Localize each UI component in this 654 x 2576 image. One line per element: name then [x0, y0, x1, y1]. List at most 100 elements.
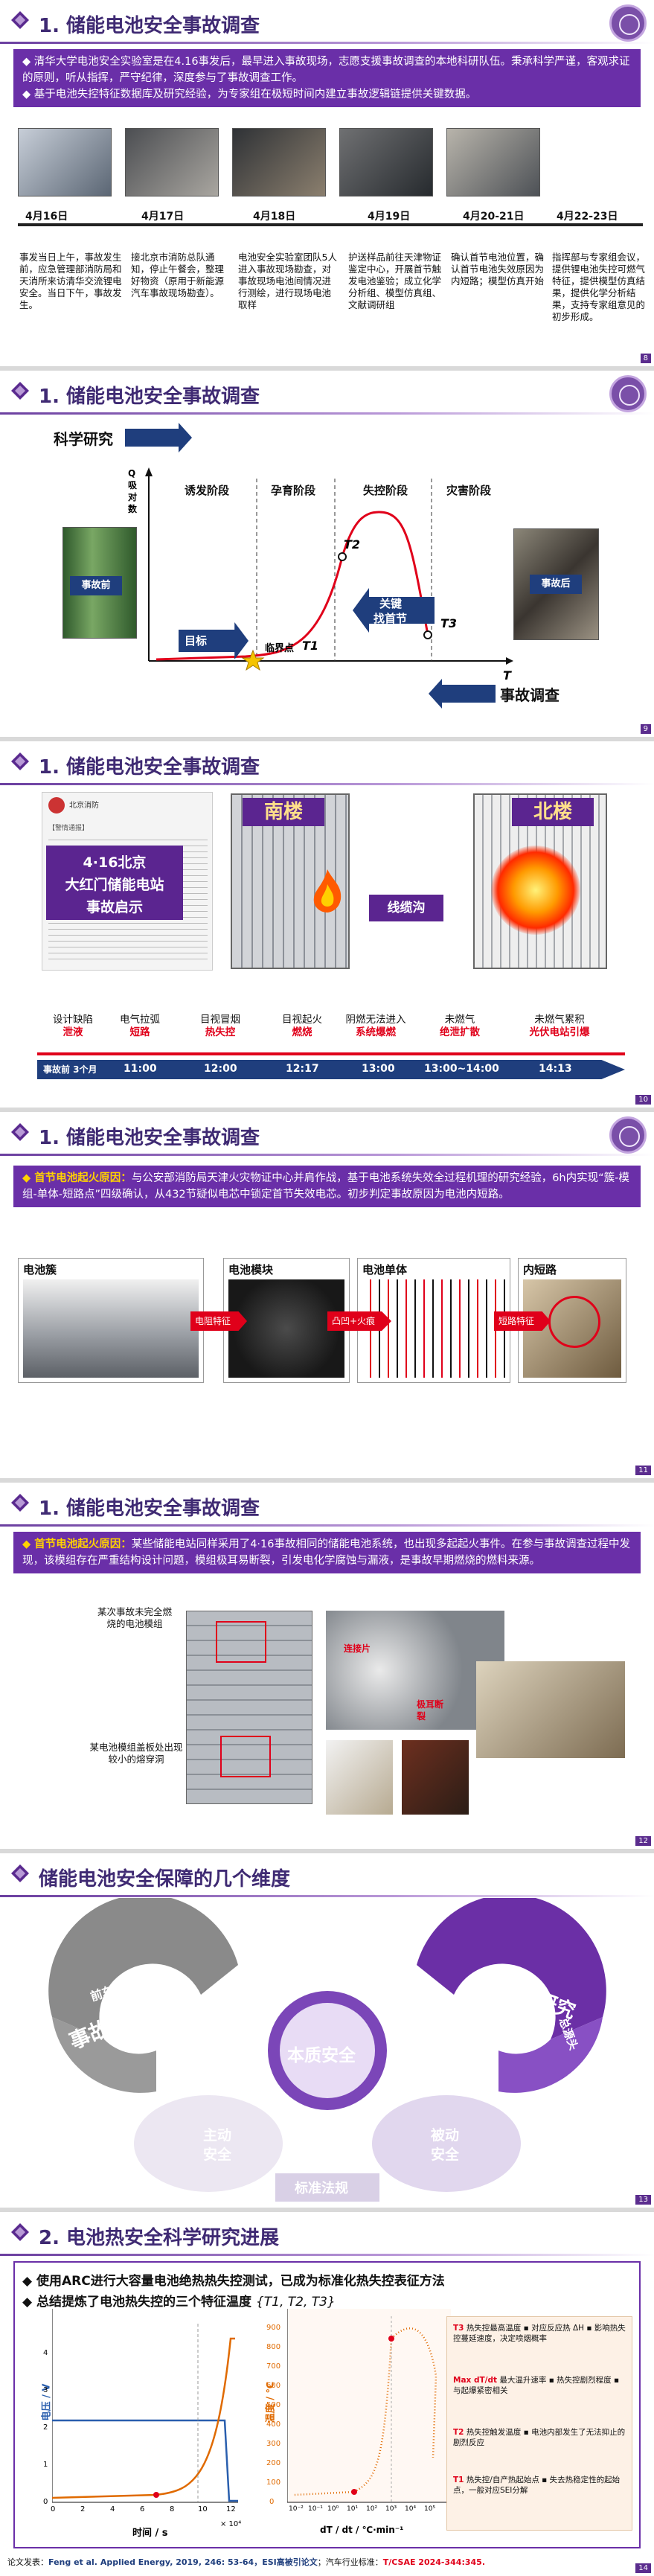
scene-photo-3	[232, 128, 326, 196]
t2-label: T2	[344, 537, 361, 552]
standard-text: 标准法规	[295, 2181, 348, 2196]
event-3: 目视冒烟热失控	[200, 1014, 240, 1038]
event-5: 阴燃无法进入系统爆燃	[345, 1014, 406, 1038]
legend-t2: T2 热失控触发温度 ▪ 电池内部发生了无法抑止的剧烈反应	[453, 2428, 626, 2447]
event-timeline-bar	[37, 1060, 625, 1079]
event-6: 未燃气绝泄扩散	[440, 1014, 480, 1038]
page-number: 12	[635, 1836, 651, 1846]
t1-label: T1	[302, 639, 319, 653]
x-axis-label: T	[503, 668, 511, 683]
tab-break-label: 极耳断裂	[417, 1699, 444, 1722]
cause-lead: ◆ 首节电池起火原因：	[22, 1172, 132, 1184]
timeline-date-6: 4月22-23日	[557, 211, 618, 223]
timeline-desc-4: 护送样品前往天津物证鉴定中心，开展首节触发电池鉴验；成立化学分析组、模型仿真组、…	[348, 252, 442, 310]
y2-tick-4: 400	[266, 2420, 281, 2429]
y1-tick-4: 4	[43, 2349, 48, 2357]
time-2: 11:00	[124, 1063, 157, 1075]
page-number: 14	[635, 2563, 651, 2573]
cell-array	[362, 1279, 505, 1378]
university-logo	[609, 1116, 647, 1154]
diamond-icon	[11, 1864, 29, 1882]
north-building-label: 北楼	[512, 798, 594, 826]
university-logo	[609, 4, 647, 42]
scene-photo-4	[339, 128, 433, 196]
x1-tick-5: 10	[198, 2505, 208, 2513]
y1-tick-1: 1	[43, 2461, 48, 2469]
timeline-date-2: 4月17日	[141, 211, 185, 223]
timeline-desc-2: 接北京市消防总队通知，停止午餐会，整理好物资（原用于新能源汽车事故现场勘查）。	[131, 252, 225, 298]
x1-tick-6: 12	[226, 2505, 236, 2513]
busbar-label: 连接片	[344, 1643, 371, 1654]
time-1: 事故前 3个月	[43, 1064, 97, 1075]
research-label: 科学研究	[54, 430, 113, 448]
time-4: 12:17	[286, 1063, 319, 1075]
slide-title: 储能电池安全保障的几个维度	[39, 1868, 291, 1891]
slide-title-bar: 1. 储能电池安全事故调查	[0, 741, 654, 786]
module-photo	[228, 1279, 344, 1378]
title-underline	[0, 412, 654, 415]
event-timeline-red	[37, 1052, 625, 1055]
slide-title-bar: 1. 储能电池安全事故调查	[0, 0, 654, 45]
y2-tick-0: 0	[269, 2498, 275, 2506]
y-axis-label: Q 吸 对 数	[128, 468, 138, 514]
defect-lead: ◆ 首节电池起火原因：	[22, 1538, 132, 1550]
diamond-icon	[11, 382, 29, 400]
scene-photo-1	[18, 128, 112, 196]
event-7: 未燃气累积光伏电站引爆	[529, 1014, 590, 1038]
x2-axis-label: dT / dt / ℃·min⁻¹	[320, 2525, 404, 2535]
intro-bullet-2: ◆ 基于电池失控特征数据库及研究经验，为专家组在极短时间内建立事故逻辑链提供关键…	[22, 89, 477, 100]
slide-accident-chain: 1. 储能电池安全事故调查 北京消防 【警情通报】 4·16北京 大红门储能电站…	[0, 741, 654, 1108]
page-number: 9	[640, 724, 651, 734]
diamond-icon	[11, 2223, 29, 2241]
arrow-resistance: 电阻特征	[190, 1311, 247, 1331]
slide-title: 1. 储能电池安全事故调查	[39, 1498, 260, 1520]
x1-tick-2: 4	[110, 2505, 115, 2513]
y1-tick-3: 3	[43, 2386, 48, 2394]
y2-tick-6: 600	[266, 2382, 281, 2390]
y2-tick-8: 800	[266, 2343, 281, 2351]
slide-title-bar: 1. 储能电池安全事故调查	[0, 1483, 654, 1527]
news-avatar	[48, 797, 65, 814]
timeline-line	[18, 223, 643, 226]
slide-title: 1. 储能电池安全事故调查	[39, 756, 260, 779]
title-underline	[0, 42, 654, 44]
module-photo-red-box	[216, 1621, 266, 1663]
x2-tick-1: 10⁻¹	[308, 2505, 323, 2513]
citation-footer: 论文发表：Feng et al. Applied Energy, 2019, 2…	[7, 2557, 485, 2567]
fire-icon	[313, 869, 342, 913]
y2-tick-5: 500	[266, 2401, 281, 2409]
scene-photo-5	[446, 128, 540, 196]
timeline-desc-6: 指挥部与专家组会议，提供锂电池失控可燃气特征，提供模型仿真结果，提供化学分析结果…	[552, 252, 646, 322]
voltage-chart	[52, 2309, 238, 2503]
critical-point-label: 临界点	[265, 643, 295, 654]
headline-box: 4·16北京 大红门储能电站 事故启示	[46, 846, 183, 920]
phase-disaster: 灾害阶段	[446, 484, 492, 497]
key-label-2: 找首节	[374, 612, 408, 625]
slide-title-bar: 2. 电池热安全科学研究进展	[0, 2212, 654, 2257]
title-underline	[0, 783, 654, 785]
arrow-short-feature: 短路特征	[494, 1311, 551, 1331]
page-number: 8	[640, 354, 651, 363]
caption-melted-hole: 某电池模组盖板处出现较小的熔穿洞	[89, 1742, 183, 1765]
y2-tick-9: 900	[266, 2324, 281, 2332]
diamond-icon	[11, 1494, 29, 1512]
south-building-label: 南楼	[243, 798, 324, 826]
news-caption: 【警情通报】	[48, 825, 89, 832]
slide-title-bar: 储能电池安全保障的几个维度	[0, 1853, 654, 1898]
phase-incubation: 孕育阶段	[271, 484, 316, 497]
headline-line-2: 大红门储能电站	[65, 877, 164, 893]
t3-label: T3	[440, 616, 458, 630]
x2-tick-6: 10⁴	[405, 2505, 417, 2513]
broken-tab-photo	[476, 1661, 625, 1758]
module-photo-top	[186, 1611, 312, 1804]
legend-t1: T1 热失控/自产热起始点 ▪ 失去热稳定性的起始点，一般对应SEI分解	[453, 2476, 621, 2495]
timeline-date-5: 4月20-21日	[463, 211, 525, 223]
x2-tick-3: 10¹	[347, 2505, 359, 2513]
slide-thermal-safety-research: 2. 电池热安全科学研究进展 ◆ 使用ARC进行大容量电池绝热热失控测试，已成为…	[0, 2212, 654, 2576]
cause-body: 与公安部消防局天津火灾物证中心并肩作战，基于电池系统失效全过程机理的研究经验，6…	[22, 1172, 629, 1201]
slide-title: 1. 储能电池安全事故调查	[39, 386, 260, 408]
title-underline	[0, 1895, 654, 1897]
x2-tick-4: 10²	[366, 2505, 378, 2513]
y2-tick-1: 100	[266, 2478, 281, 2487]
panel-cluster: 电池簇	[18, 1258, 204, 1383]
